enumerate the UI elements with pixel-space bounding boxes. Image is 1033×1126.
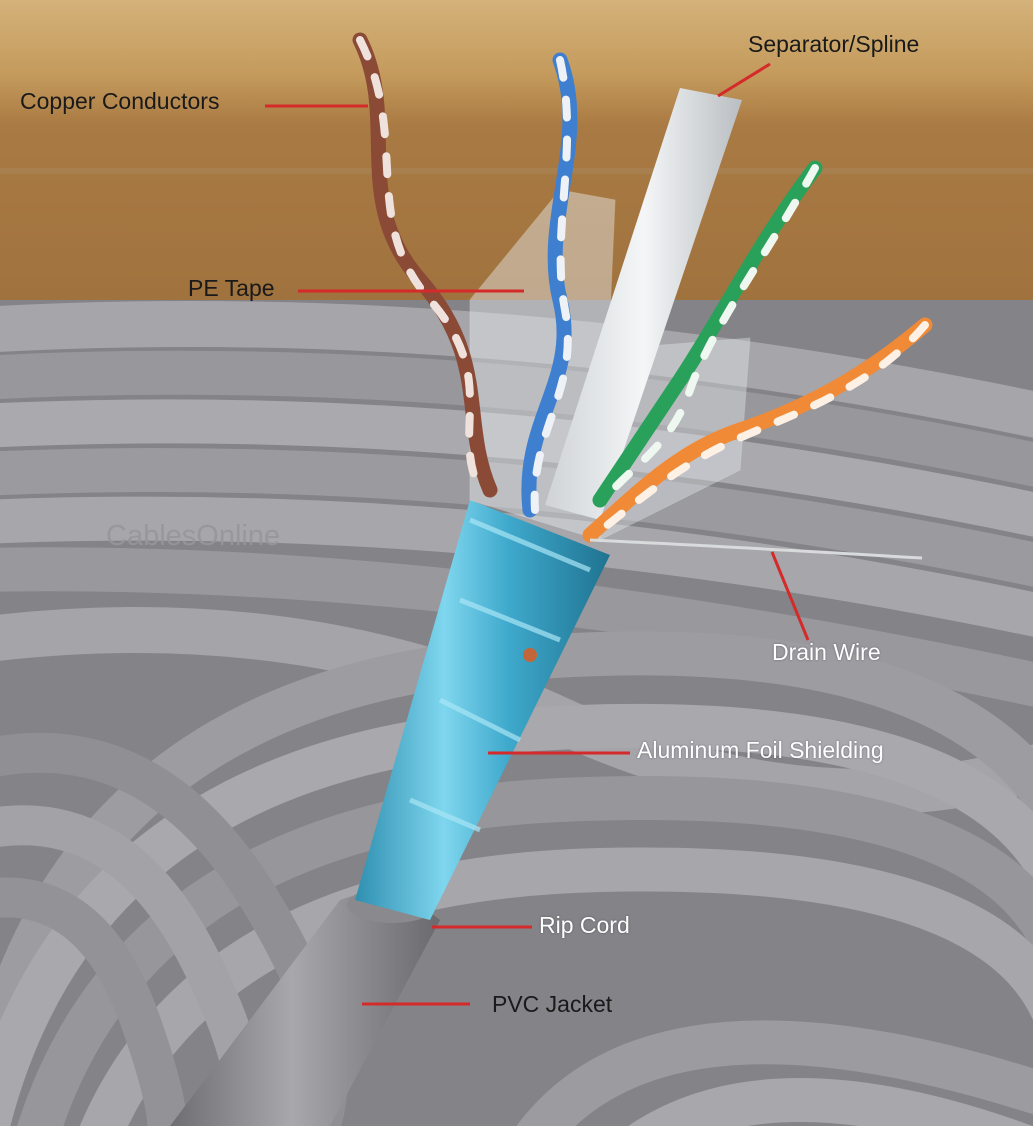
aluminum-foil-shield: [355, 500, 610, 920]
label-rip-cord: Rip Cord: [539, 912, 630, 938]
label-separator-spline: Separator/Spline: [748, 31, 920, 57]
leader-lines: [265, 62, 810, 1006]
twisted-pair-brown: [352, 32, 498, 498]
label-copper-conductors: Copper Conductors: [20, 88, 220, 114]
leader-line-drain-wire: [770, 551, 810, 641]
label-aluminum-foil-shielding: Aluminum Foil Shielding: [637, 737, 884, 763]
twisted-pair-blue: [521, 52, 578, 518]
label-pvc-jacket: PVC Jacket: [492, 991, 613, 1017]
drain-wire: [589, 538, 923, 560]
separator-spline: [545, 88, 742, 520]
label-drain-wire: Drain Wire: [772, 639, 881, 665]
twisted-pair-green: [592, 160, 823, 508]
twisted-pair-orange: [582, 317, 933, 543]
leader-line-separator-spline: [717, 62, 771, 98]
watermark-text: CablesOnline: [106, 520, 281, 552]
label-pe-tape: PE Tape: [188, 275, 275, 301]
